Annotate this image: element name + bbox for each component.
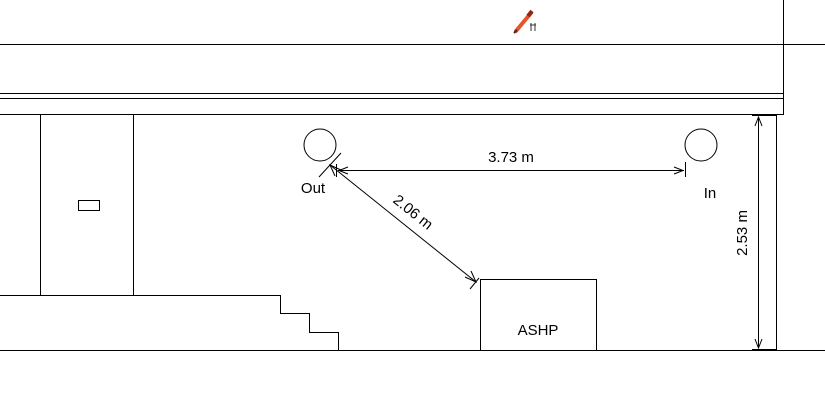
door — [40, 115, 134, 296]
dimension-label-outlet-to-inlet: 3.73 m — [488, 149, 534, 166]
pencil-cursor-icon — [513, 9, 536, 34]
inlet-pipe-circle[interactable] — [684, 128, 718, 162]
outlet-label: Out — [301, 180, 326, 197]
letterbox — [78, 200, 100, 211]
ashp-unit[interactable] — [480, 279, 597, 351]
ashp-label: ASHP — [518, 322, 559, 339]
dimension-label-wall-height: 2.53 m — [734, 210, 751, 256]
dimension-wall-height[interactable] — [752, 115, 777, 350]
inlet-label: In — [704, 185, 717, 202]
outlet-pipe-circle[interactable] — [303, 128, 337, 162]
dimension-outlet-to-unit[interactable] — [318, 152, 480, 290]
dimension-label-outlet-to-unit: 2.06 m — [390, 192, 436, 234]
roof-eaves — [0, 0, 825, 115]
steps — [0, 295, 339, 350]
